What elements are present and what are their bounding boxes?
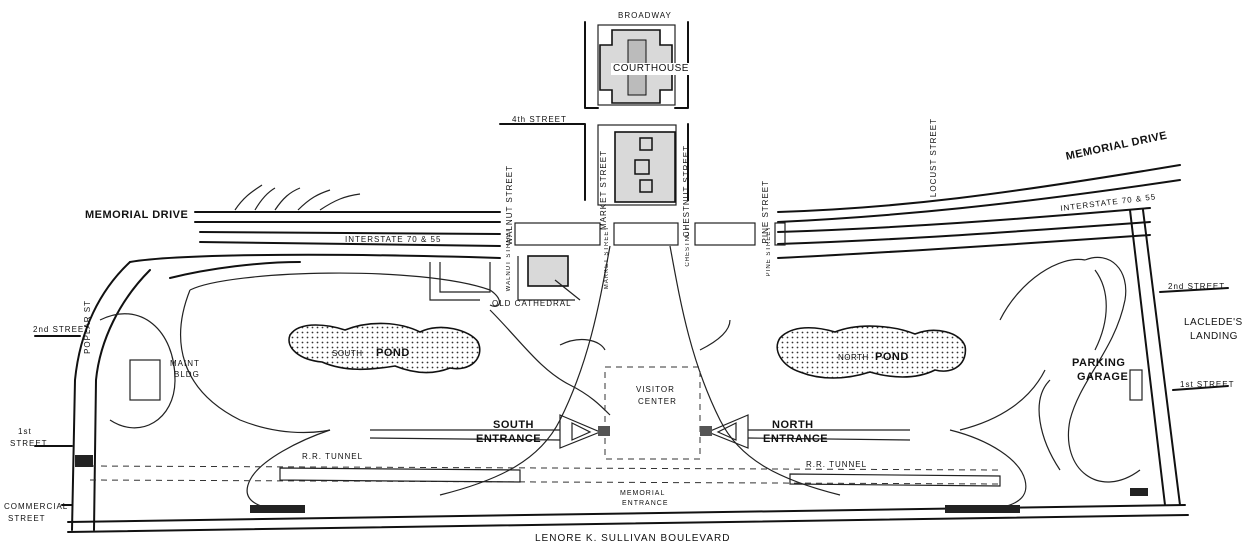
commercial-street-line2: STREET <box>8 514 46 523</box>
boulevard <box>67 455 1189 533</box>
second-street-left-label: 2nd STREET <box>33 325 91 334</box>
broadway-label: BROADWAY <box>618 11 672 20</box>
courthouse-label: COURTHOUSE <box>611 63 691 75</box>
north-entrance-line2: ENTRANCE <box>763 433 829 445</box>
walnut-lower-label: WALNUT STREET <box>506 228 512 292</box>
north-entrance-line1: NORTH <box>772 419 814 431</box>
north-pond-label: POND <box>875 351 909 363</box>
lacledes-landing-line1: LACLEDE'S <box>1184 317 1243 328</box>
visitor-center-line2: CENTER <box>638 397 677 406</box>
commercial-street-line1: COMMERCIAL <box>4 502 69 511</box>
east-side-roads <box>959 209 1229 506</box>
south-pond <box>288 322 481 374</box>
rr-tunnel-right-label: R.R. TUNNEL <box>806 460 868 469</box>
plaza-block <box>499 123 689 206</box>
south-entrance-line2: ENTRANCE <box>476 433 542 445</box>
market-lower-label: MARKET STREET <box>604 226 610 290</box>
memorial-drive-left-label: MEMORIAL DRIVE <box>85 209 189 221</box>
pine-lower-label: PINE STREET <box>766 226 772 277</box>
south-pond-word: SOUTH <box>332 349 363 358</box>
lacledes-landing-line2: LANDING <box>1190 331 1238 342</box>
visitor-center-line1: VISITOR <box>636 385 675 394</box>
parking-garage-line1: PARKING <box>1072 357 1126 369</box>
old-cathedral-label: OLD CATHEDRAL <box>492 299 572 308</box>
first-street-left-line1: 1st <box>18 427 32 436</box>
maint-bldg-label-line2: BLDG <box>174 370 200 379</box>
fourth-street-label: 4th STREET <box>512 115 567 124</box>
market-street-label: MARKET STREET <box>599 150 608 230</box>
memorial-drive-and-interstate <box>129 164 1181 263</box>
first-street-right-label: 1st STREET <box>1180 380 1235 389</box>
memorial-entrance-line2: ENTRANCE <box>622 500 669 507</box>
parking-garage-line2: GARAGE <box>1077 371 1129 383</box>
chestnut-lower-label: CHESTNUT <box>685 226 691 267</box>
west-side-roads <box>34 261 500 531</box>
second-street-right-label: 2nd STREET <box>1168 282 1226 291</box>
north-pond <box>776 325 967 379</box>
leonor-sullivan-boulevard-label: LENORE K. SULLIVAN BOULEVARD <box>535 533 731 544</box>
rr-tunnel-left-label: R.R. TUNNEL <box>302 452 364 461</box>
rr-tunnel <box>89 465 1001 487</box>
south-entrance-line1: SOUTH <box>493 419 534 431</box>
first-street-left-line2: STREET <box>10 439 48 448</box>
locust-street-label: LOCUST STREET <box>929 118 938 198</box>
chestnut-street-upper-label: CHESTNUT STREET <box>682 145 691 238</box>
old-cathedral-area <box>429 255 581 301</box>
maint-bldg-label-line1: MAINT <box>170 359 200 368</box>
central-grounds <box>246 245 1027 513</box>
north-pond-word: NORTH <box>838 353 869 362</box>
south-pond-label: POND <box>376 347 410 359</box>
interstate-left-label: INTERSTATE 70 & 55 <box>345 235 442 244</box>
memorial-entrance-line1: MEMORIAL <box>620 490 666 497</box>
